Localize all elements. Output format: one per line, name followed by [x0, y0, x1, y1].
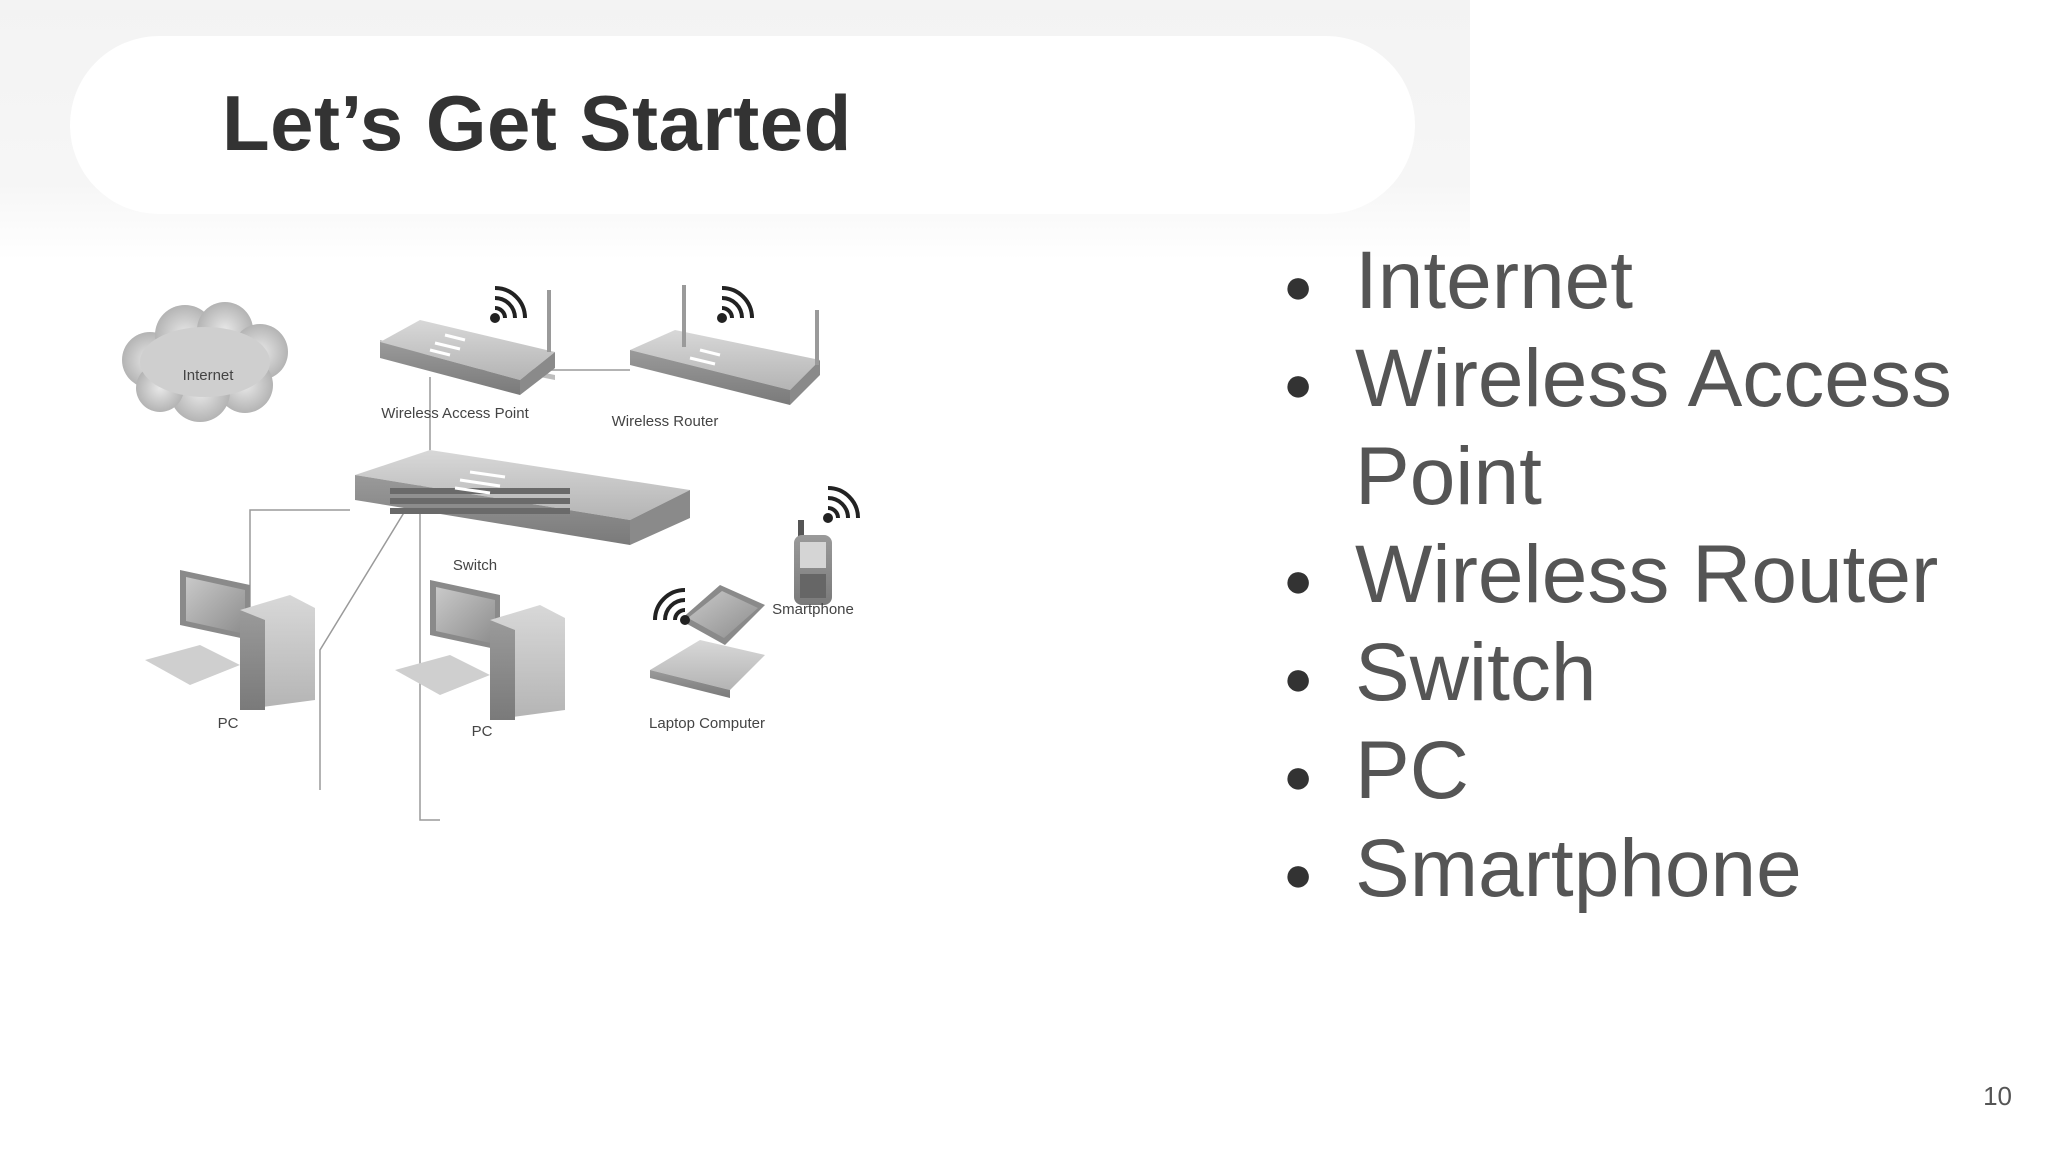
router-label: Wireless Router	[612, 413, 719, 430]
list-item: ● PC	[1275, 722, 1995, 820]
list-item: ● Internet	[1275, 232, 1995, 330]
slide-title: Let’s Get Started	[222, 79, 852, 167]
pc-2-label: PC	[472, 723, 493, 740]
smartphone-wifi-icon	[823, 486, 860, 523]
list-item-text: Smartphone	[1355, 823, 1802, 914]
switch-label: Switch	[453, 557, 497, 574]
connection-lines	[249, 369, 630, 821]
list-item: ● Smartphone	[1275, 820, 1995, 918]
list-item-text: Wireless Access Point	[1355, 333, 1952, 522]
laptop-label: Laptop Computer	[649, 715, 765, 732]
smartphone-label: Smartphone	[772, 601, 854, 618]
router-wifi-icon	[717, 286, 754, 323]
network-diagram: Internet Wireless Access Point	[100, 280, 1150, 1000]
pc-2-icon	[395, 580, 565, 720]
list-item: ● Switch	[1275, 624, 1995, 722]
bullet-dot-icon: ●	[1283, 846, 1314, 902]
bullet-dot-icon: ●	[1283, 552, 1314, 608]
internet-label: Internet	[183, 367, 235, 384]
laptop-icon	[650, 585, 765, 698]
bullet-dot-icon: ●	[1283, 258, 1314, 314]
wireless-router-icon	[630, 285, 820, 405]
bullet-dot-icon: ●	[1283, 650, 1314, 706]
bullet-dot-icon: ●	[1283, 356, 1314, 412]
internet-cloud-icon: Internet	[122, 302, 288, 422]
switch-icon	[355, 450, 690, 545]
list-item: ● Wireless Router	[1275, 526, 1995, 624]
laptop-wifi-icon	[653, 588, 690, 625]
pc-1-icon	[145, 570, 315, 710]
list-item-text: PC	[1355, 725, 1469, 816]
smartphone-icon	[794, 520, 832, 605]
list-item-text: Switch	[1355, 627, 1597, 718]
wap-wifi-icon	[490, 286, 527, 323]
wap-label: Wireless Access Point	[381, 405, 529, 422]
bullet-dot-icon: ●	[1283, 748, 1314, 804]
pc-1-label: PC	[218, 715, 239, 732]
list-item-text: Internet	[1355, 235, 1634, 326]
list-item: ● Wireless Access Point	[1275, 330, 1995, 526]
wireless-access-point-icon	[380, 290, 555, 395]
page-number: 10	[1983, 1081, 2012, 1111]
list-item-text: Wireless Router	[1355, 529, 1939, 620]
component-list: ● Internet ● Wireless Access Point ● Wirele…	[1275, 232, 1995, 918]
title-pill	[70, 36, 1415, 214]
